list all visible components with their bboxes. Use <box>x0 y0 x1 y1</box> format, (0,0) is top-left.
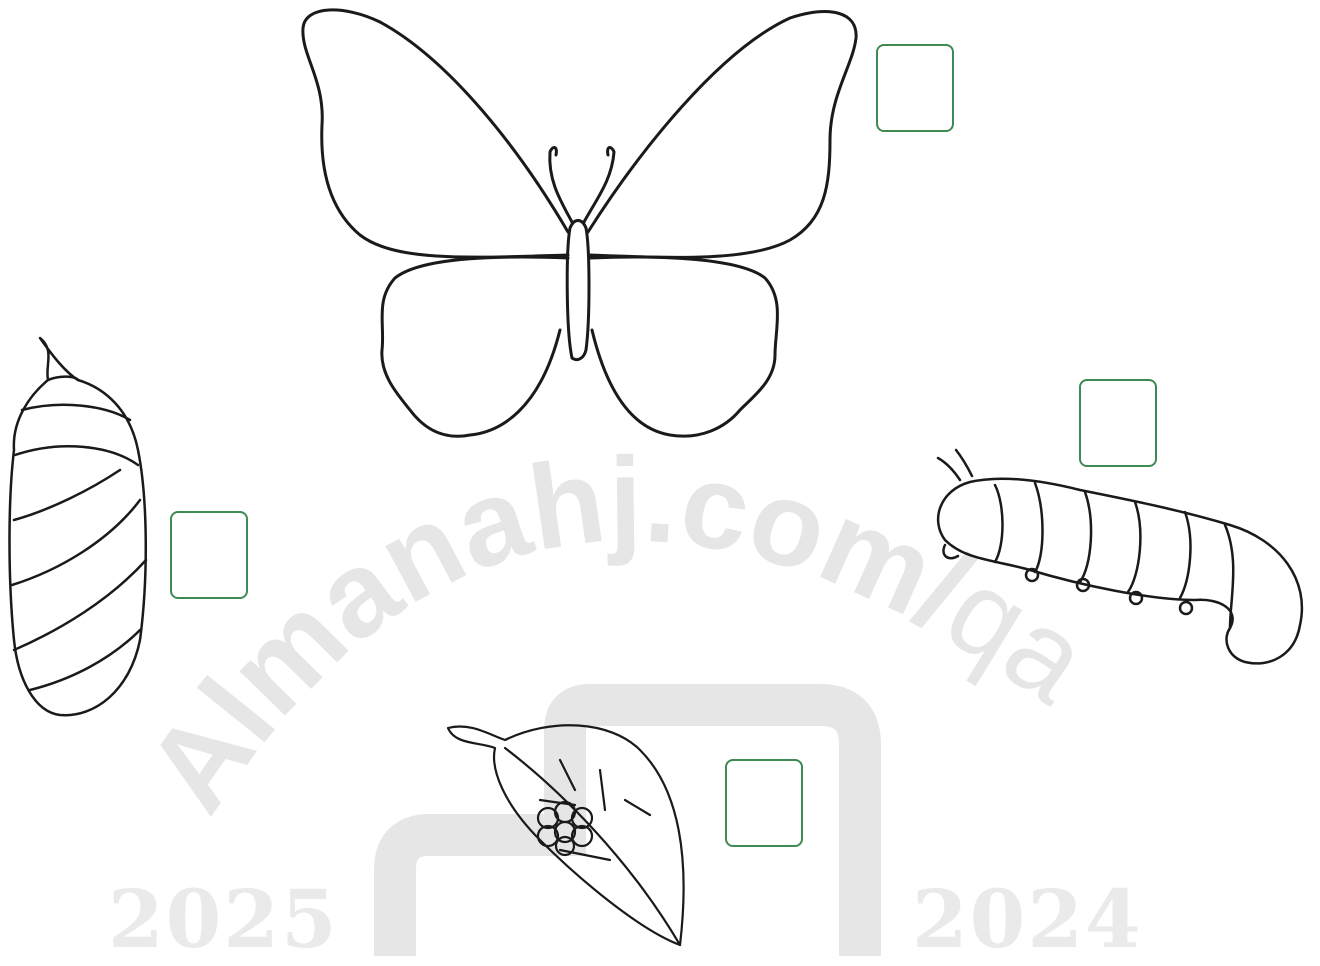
pupa-illustration <box>10 338 147 715</box>
watermark-site-text: Almanahj.com/qa <box>121 433 1112 835</box>
answer-box-caterpillar[interactable] <box>1079 379 1157 467</box>
watermark-year-right: 2024 <box>912 872 1143 966</box>
watermark-year-left: 2025 <box>108 872 339 966</box>
butterfly-illustration <box>303 10 856 436</box>
answer-box-eggs[interactable] <box>725 759 803 847</box>
answer-box-butterfly[interactable] <box>876 44 954 132</box>
answer-box-pupa[interactable] <box>170 511 248 599</box>
